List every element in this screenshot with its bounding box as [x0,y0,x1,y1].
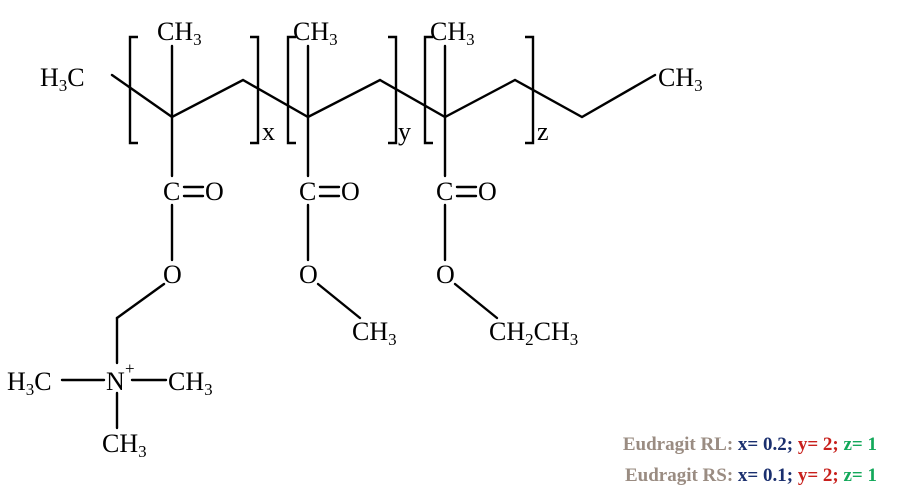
positive-charge: + [125,359,135,378]
bracket-close-x [250,35,260,145]
nitrogen-label: N [106,367,125,396]
n-methyl-left-label: H3C [7,367,52,399]
n-methyl-right-label: CH3 [168,367,213,399]
bracket-close-z [525,35,535,145]
bracket-open-z [423,35,433,145]
h3c-left-label: H3C [40,63,85,95]
carbonyl-carbon-3: C [436,177,453,206]
subscript-y: y [398,117,411,146]
legend-z-value: z= 1 [843,465,877,486]
subscript-x: x [262,117,275,146]
ester-oxygen-1: O [163,260,182,289]
bracket-open-x [128,35,138,145]
methyl-label-2: CH3 [293,17,338,49]
legend-eudragit-rs: Eudragit RS: x= 0.1; y= 2; z= 1 [625,465,877,487]
methyl-label-1: CH3 [157,17,202,49]
legend-x-value: x= 0.2; [737,434,794,455]
ethyl-label: CH2CH3 [489,317,578,349]
legend-name: Eudragit RL: [622,434,734,455]
ester-oxygen-2: O [299,260,318,289]
carbonyl-oxygen-2: O [341,177,360,206]
carbonyl-oxygen-1: O [205,177,224,206]
carbonyl-oxygen-3: O [478,177,497,206]
ch3-end-label: CH3 [658,63,703,95]
backbone-bond [110,73,657,119]
subscript-z: z [537,117,549,146]
ethoxy-bond [453,282,499,320]
methoxy-ch3-label: CH3 [352,317,397,349]
legend-name: Eudragit RS: [624,465,734,486]
legend-z-value: z= 1 [843,434,877,455]
bracket-open-y [286,35,296,145]
legend-y-value: y= 2; [797,465,839,486]
carbonyl-carbon-1: C [163,177,180,206]
n-methyl-bottom-label: CH3 [102,429,147,461]
bracket-close-y [388,35,398,145]
legend-eudragit-rl: Eudragit RL: x= 0.2; y= 2; z= 1 [623,434,877,456]
ch2-bond-1 [115,282,166,320]
methoxy-bond [316,282,362,320]
methyl-label-3: CH3 [430,17,475,49]
legend-y-value: y= 2; [797,434,839,455]
legend-x-value: x= 0.1; [737,465,794,486]
carbonyl-carbon-2: C [299,177,316,206]
ester-oxygen-3: O [436,260,455,289]
